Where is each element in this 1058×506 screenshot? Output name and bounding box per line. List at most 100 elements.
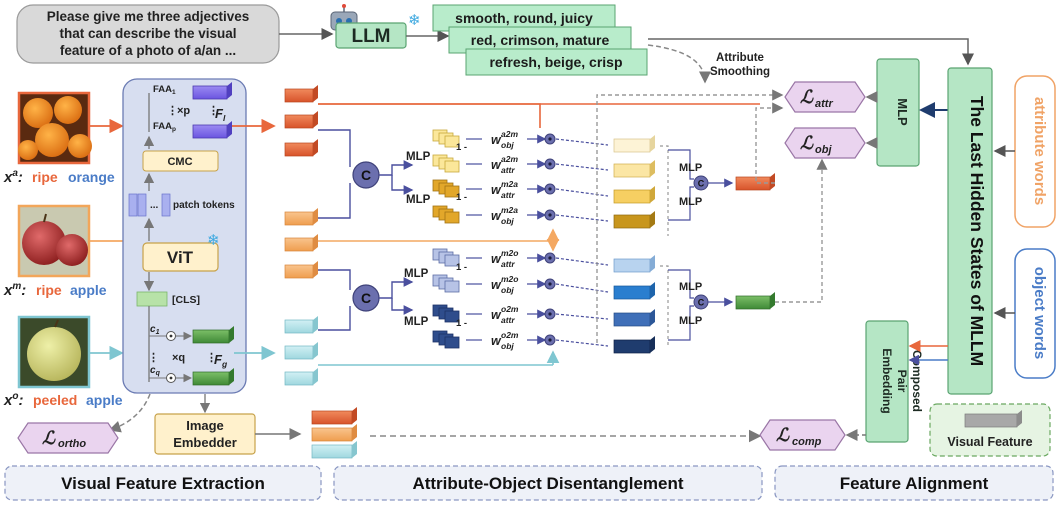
section-middle-label: Attribute-Object Disentanglement [412, 474, 683, 493]
input-feature-1-3-face [284, 142, 314, 157]
input-feature-2-2 [284, 234, 318, 252]
input-feature-2-3-face [284, 264, 314, 279]
weight-top-1-layer-3 [444, 135, 460, 148]
mlp-label-top-1: MLP [406, 151, 431, 163]
composed-line-2: Pair [895, 370, 909, 393]
disentangled-top-2-side [650, 160, 655, 177]
input-feature-2-2-face [284, 237, 314, 252]
disentangled-bottom-1 [613, 255, 655, 273]
f-l-label: Fl [215, 106, 226, 123]
attr-feature-to-loss [755, 102, 784, 184]
to-attr-loss-path [596, 89, 784, 343]
concat-top-in-bottom [318, 183, 351, 219]
loss-ortho-box [17, 422, 119, 454]
disentangled-bottom-4 [613, 336, 655, 354]
weight-top-4-layer-3 [444, 211, 460, 224]
section-left-label: Visual Feature Extraction [61, 474, 265, 493]
input-feature-1-3-side [313, 139, 318, 156]
alignment-mlp-label: MLP [895, 98, 910, 126]
cq-label: cq [150, 365, 161, 377]
input-feature-3-3-side [313, 368, 318, 385]
weight-top-3-sub: attr [501, 190, 515, 200]
image-embedder-line-2: Embedder [173, 435, 237, 450]
llm-frozen-snowflake-icon: ❄ [408, 12, 421, 29]
f-l-dots: ⋮ [208, 105, 219, 117]
disentangled-top-2 [613, 160, 655, 178]
combo-obj-mlp-top: MLP [679, 281, 702, 293]
mlp-label-bottom-2: MLP [404, 316, 429, 328]
feature-triplets [284, 85, 318, 386]
mlp-fan-bottom-down [391, 298, 414, 315]
image-m-state: ripe [36, 282, 62, 298]
faa-times-p: ×p [177, 105, 190, 117]
weight-bottom-1-layer-3 [444, 254, 460, 267]
input-feature-1-1-side [313, 85, 318, 102]
disentangled-top-1 [613, 135, 655, 153]
top-out-link-2 [555, 163, 609, 171]
loss-attr-sub: attr [815, 98, 833, 110]
disentangled-top-4-face [613, 214, 651, 229]
attribute-words-label: attribute words [1031, 97, 1048, 205]
vit-label: ViT [167, 248, 194, 267]
apple-image [17, 204, 91, 278]
disentangled-bottom-1-face [613, 258, 651, 273]
top-out-link-4 [555, 214, 609, 222]
attribute-smoothing-line-1: Attribute [716, 52, 764, 64]
loss-comp-sub: comp [792, 436, 822, 448]
disentangled-bottom-2-face [613, 285, 651, 300]
combo-obj-output [735, 292, 775, 310]
bottom-out-link-3 [555, 313, 609, 320]
weight-top-4-sub: obj [501, 216, 514, 226]
loss-attr-script: ℒ [800, 87, 814, 107]
one-minus-bottom-2: 1 - [456, 318, 467, 329]
weight-top-2-layer-3 [444, 160, 460, 173]
mllm-hidden-states-box [947, 67, 993, 395]
adjective-text-1: smooth, round, juicy [455, 10, 593, 26]
attribute-smoothing-line-2: Smoothing [710, 66, 770, 78]
c1-dot-center [169, 334, 173, 338]
weight-bottom-4-mult-node-center [548, 338, 552, 342]
disentangled-top-3-side [650, 186, 655, 203]
disentangled-top-3 [613, 186, 655, 204]
disentangled-top-3-face [613, 189, 651, 204]
cmc-box [142, 150, 219, 172]
patch-token-stack: ... [128, 193, 171, 217]
weight-top-2-sub: attr [501, 165, 515, 175]
weight-bottom-2-mult-node-center [548, 282, 552, 286]
disentangled-bottom-4-face [613, 339, 651, 354]
patch-token-dots: ... [150, 200, 159, 211]
mlp-fan-bottom-up [379, 277, 414, 299]
weight-top-3-layer-3 [444, 185, 460, 198]
disentangled-bottom-3-face [613, 312, 651, 327]
global-repeat-dots: ⋮ [148, 352, 159, 364]
disentangled-bottom-2 [613, 282, 655, 300]
global-feature-q [192, 368, 234, 386]
composed-line-1: Composed [910, 350, 924, 412]
loss-obj-script: ℒ [800, 133, 814, 153]
combo-obj-in-bottom [668, 305, 694, 341]
disentangled-bottom-1-side [650, 255, 655, 272]
top-out-link-3 [555, 188, 609, 197]
combo-obj-mlp-bottom: MLP [679, 315, 702, 327]
section-feature-alignment [774, 465, 1054, 501]
combo-attr-label: C [698, 179, 705, 189]
image-o-var: xo: [3, 391, 23, 409]
weight-top-2-sup: a2m [501, 154, 518, 164]
input-feature-2-1 [284, 208, 318, 226]
section-attribute-object-disentanglement [333, 465, 763, 501]
input-feature-1-2 [284, 111, 318, 129]
combo-attr-output-side [770, 173, 775, 190]
mllm-hidden-states-label: The Last Hidden States of MLLM [967, 96, 987, 366]
weight-top-2-w: w [491, 158, 502, 172]
embedder-feature-light-orange [311, 424, 357, 442]
bottom-out-link-2 [555, 283, 609, 293]
concat-bottom-in-bottom [318, 306, 351, 331]
section-right-label: Feature Alignment [840, 474, 989, 493]
weight-bottom-4-layer-3 [444, 336, 460, 349]
weight-bottom-3-layer-3 [444, 310, 460, 323]
input-feature-1-1-face [284, 88, 314, 103]
input-feature-2-3-side [313, 261, 318, 278]
weight-top-1-w: w [491, 133, 502, 147]
